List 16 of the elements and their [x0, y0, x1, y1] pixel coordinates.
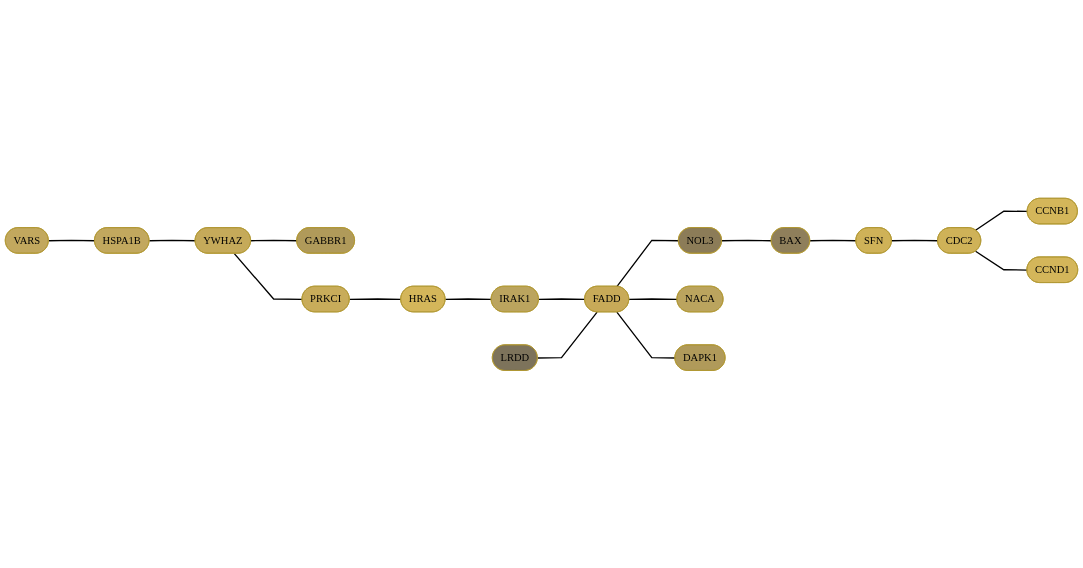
connector [616, 239, 680, 287]
connector [538, 298, 586, 300]
connector [721, 239, 773, 242]
connector [616, 311, 676, 359]
connector [974, 250, 1028, 271]
connector [809, 239, 857, 242]
connector [148, 239, 197, 242]
connector [974, 210, 1029, 231]
connector [536, 311, 598, 359]
connector [891, 239, 939, 242]
connector [48, 239, 96, 242]
connector [444, 298, 493, 300]
connector [348, 298, 402, 300]
connector [233, 252, 303, 300]
connector [250, 239, 298, 242]
connector [628, 298, 678, 300]
